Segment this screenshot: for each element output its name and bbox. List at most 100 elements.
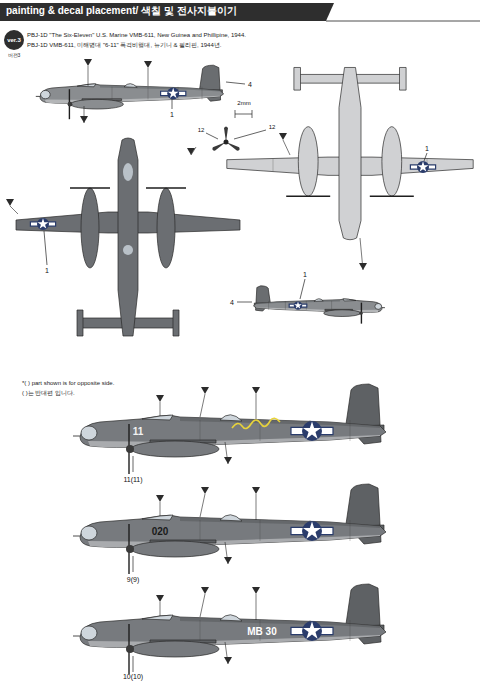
aircraft-top-view <box>16 138 240 336</box>
paint-marker <box>6 199 14 206</box>
leader-line <box>160 502 161 516</box>
panel-line <box>331 301 332 310</box>
insignia-star <box>168 88 179 98</box>
insignia-star <box>303 522 321 539</box>
engine-nacelle <box>131 541 219 557</box>
paint-marker <box>252 587 260 594</box>
tail-fin <box>173 310 179 336</box>
aircraft-side-view <box>36 65 224 119</box>
insignia-disc <box>167 87 179 99</box>
paint-marker <box>201 387 209 394</box>
callout-number: 11(11) <box>123 476 142 483</box>
aircraft-marking: 11 <box>133 427 144 437</box>
cockpit-canopy <box>343 299 356 301</box>
leader-line <box>133 556 134 572</box>
propeller <box>286 196 330 197</box>
leader-line <box>283 140 290 155</box>
leader-line <box>300 279 305 299</box>
engine-nacelle <box>382 127 402 197</box>
version-badge <box>4 30 24 50</box>
aircraft-side-view <box>73 384 386 474</box>
insignia-star <box>303 422 321 439</box>
insignia-disc <box>294 301 302 309</box>
engine-nacelle <box>298 127 318 197</box>
nose-glazing <box>375 303 382 309</box>
paint-marker <box>156 595 164 602</box>
leader-line <box>133 456 134 472</box>
note: ( )는 반대편 입니다. <box>22 390 75 396</box>
spinner <box>126 445 134 453</box>
panel-line <box>200 620 201 641</box>
aircraft-marking: MB 30 <box>247 627 276 637</box>
spinner <box>359 311 362 314</box>
nose-gun <box>73 636 80 637</box>
panel-line <box>273 159 274 172</box>
version-label: 버전3 <box>8 53 21 58</box>
tail-fin <box>77 310 83 336</box>
propeller <box>70 187 110 188</box>
insignia-star <box>303 622 321 639</box>
panel-line <box>350 520 351 541</box>
fuselage <box>253 299 382 313</box>
cockpit-canopy <box>142 615 173 620</box>
paint-marker <box>252 387 260 394</box>
sheet-title: painting & decal placement/ 색칠 및 전사지붙이기 <box>6 6 237 16</box>
callout-number: 1 <box>45 267 49 274</box>
propeller <box>146 187 186 188</box>
tail-fin <box>400 67 407 90</box>
nose-gun <box>73 536 80 537</box>
propeller <box>370 196 414 197</box>
nose-glazing <box>41 90 51 98</box>
engine-nacelle <box>131 641 219 657</box>
insignia-star <box>418 161 429 171</box>
leader-line <box>256 394 257 420</box>
national-insignia <box>289 301 307 309</box>
paint-marker <box>201 587 209 594</box>
national-insignia <box>410 161 435 173</box>
engine-nacelle <box>157 188 175 268</box>
aircraft-bottom-view <box>227 67 473 239</box>
callout-number: 4 <box>230 299 234 306</box>
leader-line <box>424 153 427 161</box>
engine-nacelle <box>324 310 361 317</box>
dorsal-turret <box>314 299 323 302</box>
paint-marker <box>156 495 164 502</box>
nose-glazing <box>81 526 97 540</box>
spinner <box>68 102 73 107</box>
panel-line <box>148 87 149 100</box>
leader-line <box>234 130 266 139</box>
spinner <box>126 645 134 653</box>
scheme-description: PBJ-1D VMB-611, 미해병대 "6-11" 폭격비행대, 뉴기니 &… <box>27 42 221 48</box>
paint-marker <box>252 487 260 494</box>
insignia-star <box>294 302 302 309</box>
insignia-star <box>38 218 49 228</box>
aircraft-side-view <box>73 484 386 574</box>
dimension: 2mm <box>237 100 250 106</box>
national-insignia <box>291 521 333 541</box>
panel-line <box>200 520 201 541</box>
fuselage <box>80 615 386 647</box>
fuselage <box>80 515 386 547</box>
paint-marker <box>224 657 232 664</box>
leader-line <box>200 594 205 617</box>
nose-glazing <box>81 426 97 440</box>
callout-number: 1 <box>303 271 307 278</box>
nose-gun <box>73 436 80 437</box>
dimension-line <box>235 114 252 115</box>
fuselage <box>118 138 138 336</box>
leader-line <box>88 66 89 86</box>
nose-art <box>232 418 280 428</box>
callout-number: 9(9) <box>127 576 139 583</box>
insignia-disc <box>302 521 322 541</box>
callout-number: 12 <box>198 127 205 133</box>
paint-marker <box>201 487 209 494</box>
dorsal-turret <box>220 515 242 521</box>
paint-marker <box>359 263 367 270</box>
aircraft-marking: 020 <box>152 527 169 537</box>
nose-gun <box>382 307 385 308</box>
callout-number: 4 <box>248 81 252 88</box>
engine-nacelle <box>131 441 219 457</box>
national-insignia <box>291 621 333 641</box>
leader-line <box>133 656 134 672</box>
